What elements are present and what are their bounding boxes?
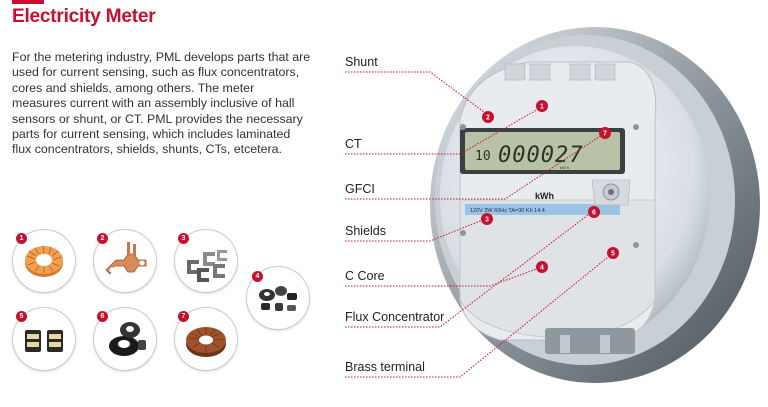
meter-callout-2: 2 bbox=[482, 111, 494, 123]
meter-callout-7: 7 bbox=[599, 127, 611, 139]
part-badge: 1 bbox=[16, 233, 27, 244]
shunt-icon bbox=[105, 242, 147, 275]
part-badge: 7 bbox=[178, 311, 189, 322]
part-badge: 3 bbox=[178, 233, 189, 244]
flux-concentrator-icon bbox=[259, 286, 297, 311]
meter-callout-4: 4 bbox=[536, 261, 548, 273]
part-thumbnail-6: 6 bbox=[94, 308, 156, 370]
svg-text:4: 4 bbox=[540, 265, 544, 272]
meter-callout-6: 6 bbox=[588, 206, 600, 218]
meter-callout-3: 3 bbox=[481, 213, 493, 225]
part-badge: 2 bbox=[97, 233, 108, 244]
label-shunt: Shunt bbox=[345, 55, 378, 69]
part-thumbnail-1: 1 bbox=[13, 230, 75, 292]
page-title: Electricity Meter bbox=[12, 6, 156, 27]
part-thumbnail-3: 3 bbox=[175, 230, 237, 292]
spec-strip bbox=[465, 204, 620, 215]
lcd-sub: kW h bbox=[560, 165, 569, 170]
lcd-prefix: 10 bbox=[475, 149, 491, 164]
part-thumbnail-4: 4 bbox=[247, 267, 309, 329]
part-thumbnail-5: 5 bbox=[13, 308, 75, 370]
label-shields: Shields bbox=[345, 224, 386, 238]
part-badge: 4 bbox=[252, 271, 263, 282]
toroidal-core-icon bbox=[25, 245, 63, 277]
svg-text:6: 6 bbox=[592, 210, 596, 217]
meter-callout-5: 5 bbox=[607, 247, 619, 259]
label-c-core: C Core bbox=[345, 269, 385, 283]
svg-text:7: 7 bbox=[603, 131, 607, 138]
svg-text:2: 2 bbox=[486, 115, 490, 122]
meter-callout-1: 1 bbox=[536, 100, 548, 112]
part-badge: 6 bbox=[97, 311, 108, 322]
label-flux-concentrator: Flux Concentrator bbox=[345, 310, 445, 324]
lcd-reading: 000027 bbox=[498, 143, 583, 168]
label-ct: CT bbox=[345, 137, 362, 151]
lcd-screen bbox=[465, 132, 620, 170]
label-gfci: GFCI bbox=[345, 182, 375, 196]
svg-text:1: 1 bbox=[540, 104, 544, 111]
label-brass-terminal: Brass terminal bbox=[345, 360, 425, 374]
ct-coil-icon bbox=[186, 327, 226, 357]
leader-lines bbox=[345, 71, 614, 378]
meter-clamp bbox=[545, 328, 635, 354]
description-text: For the metering industry, PML develops … bbox=[12, 50, 311, 157]
title-accent-bar bbox=[12, 0, 44, 4]
shield-ring-icon bbox=[109, 322, 146, 356]
part-thumbnail-7: 7 bbox=[175, 308, 237, 370]
part-thumbnail-2: 2 bbox=[94, 230, 156, 292]
brass-terminal-icon bbox=[25, 330, 63, 352]
svg-text:3: 3 bbox=[485, 217, 489, 224]
electricity-meter-illustration: 10 000027 kW h kWh 120V 3W 60Hz TA=30 Kh… bbox=[345, 27, 760, 383]
part-badge: 5 bbox=[16, 311, 27, 322]
c-core-icon bbox=[187, 250, 227, 282]
spec-text: 120V 3W 60Hz TA=30 Kh 14.4 bbox=[470, 208, 545, 214]
svg-text:5: 5 bbox=[611, 251, 615, 258]
meter-unit: kWh bbox=[535, 191, 554, 201]
